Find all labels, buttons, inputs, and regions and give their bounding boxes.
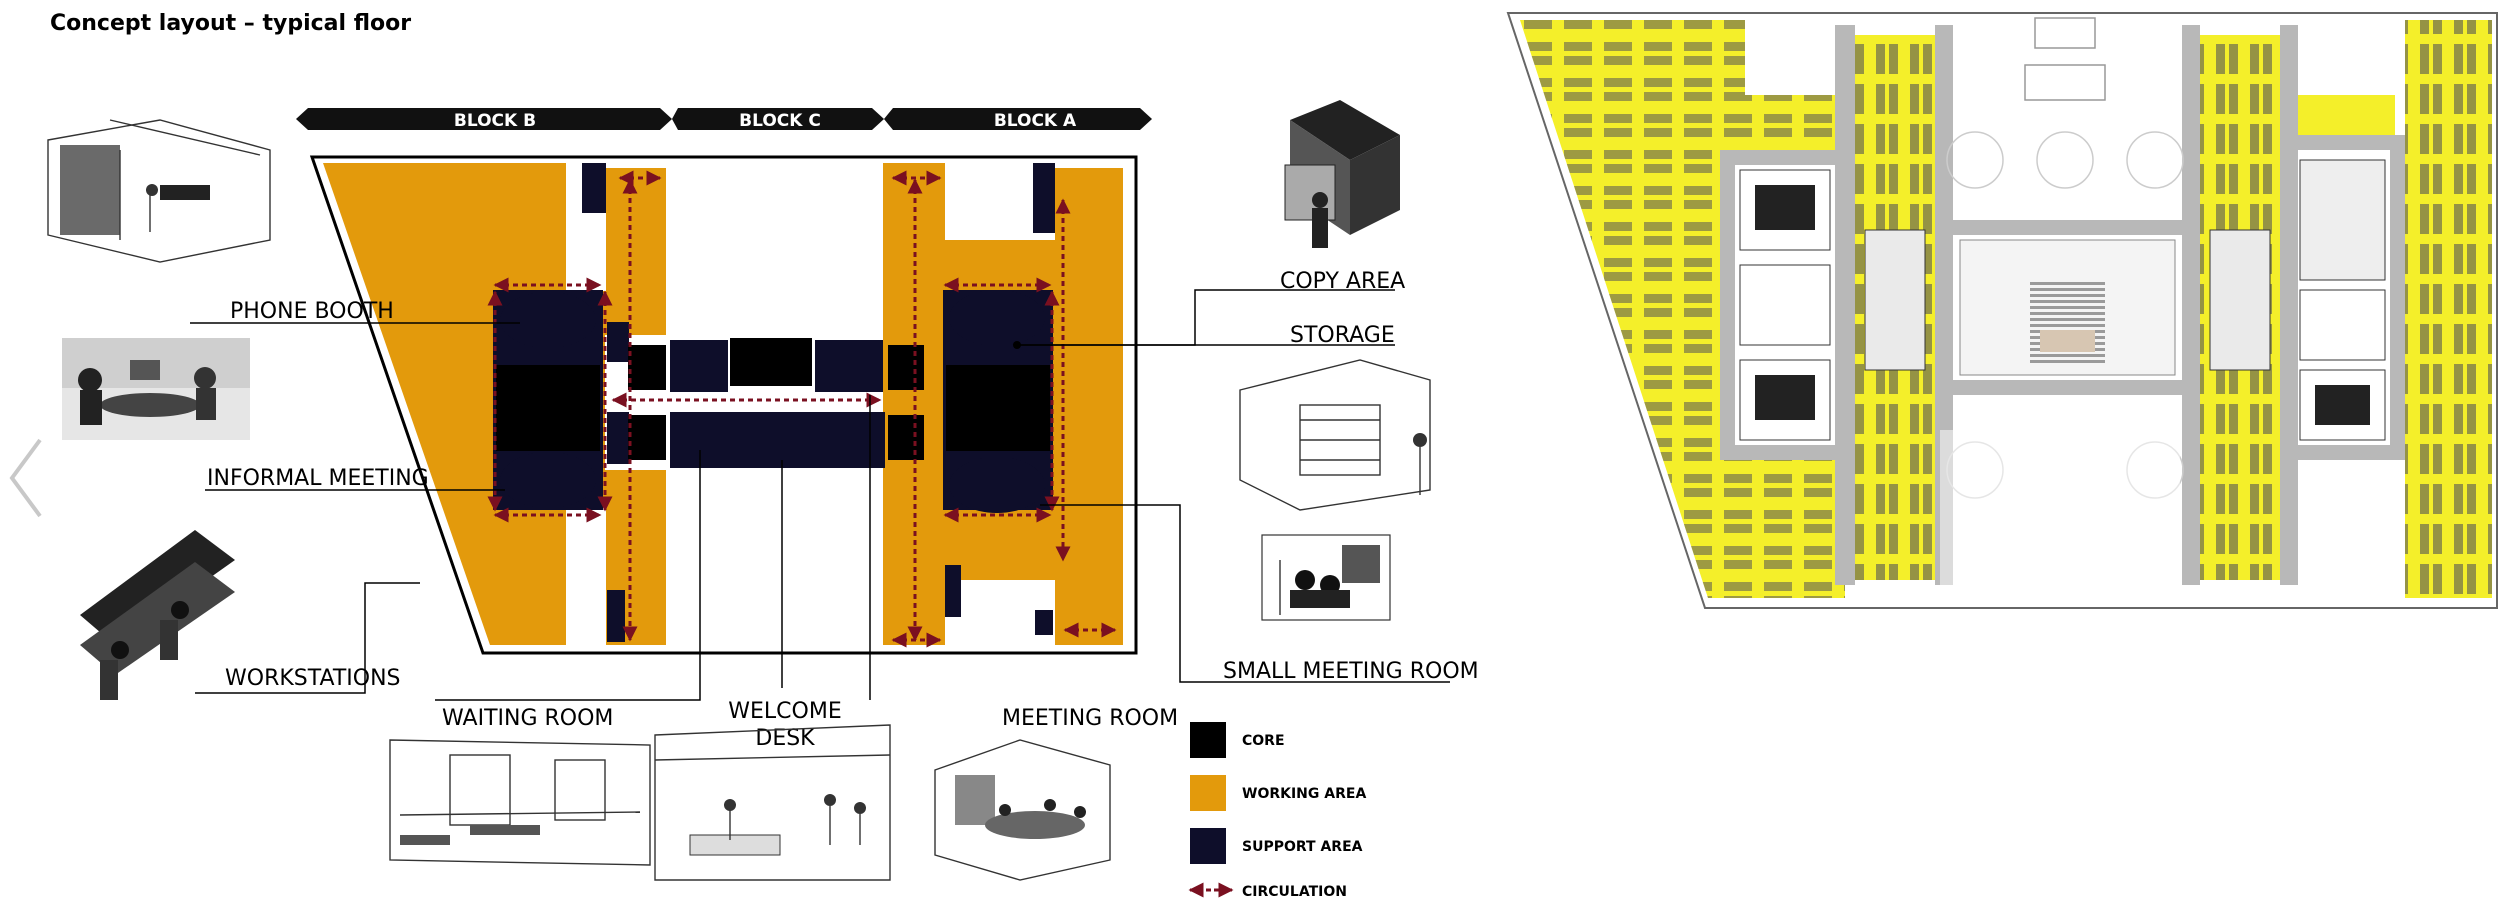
informal-meeting-photo: [62, 338, 250, 440]
concept-floor-plan: [309, 155, 1138, 655]
legend: CORE WORKING AREA SUPPORT AREA CIRCULATI…: [1188, 722, 1366, 900]
legend-swatch-support-area: [1190, 828, 1226, 864]
label-workstations: WORKSTATIONS: [225, 666, 400, 691]
chevron-left-icon[interactable]: [9, 438, 42, 518]
welcome-desk-block: [670, 412, 885, 468]
legend-label-circulation: CIRCULATION: [1242, 884, 1347, 900]
small-meeting-pod: [949, 457, 1045, 513]
label-waiting-room: WAITING ROOM: [442, 706, 613, 731]
legend-label-working-area: WORKING AREA: [1242, 786, 1366, 802]
legend-label-core: CORE: [1242, 733, 1285, 749]
leader-lines: [190, 289, 1450, 701]
label-copy-area: COPY AREA: [1280, 269, 1405, 294]
legend-swatch-core: [1190, 722, 1226, 758]
informal-meeting-pod: [500, 452, 596, 508]
block-b-label: BLOCK B: [454, 111, 536, 131]
copy-area-pod: [949, 290, 1045, 346]
plan-cores: [1739, 159, 2386, 441]
block-b-banner: BLOCK B: [296, 108, 672, 131]
phone-booth-sketch: [47, 119, 271, 263]
detailed-floor-plan: [1506, 12, 2498, 609]
legend-label-support-area: SUPPORT AREA: [1242, 839, 1363, 855]
block-c-core: [730, 338, 812, 386]
meeting-room-sketch: [934, 739, 1111, 881]
label-informal-meeting: INFORMAL MEETING: [207, 466, 429, 491]
phone-booth-pod: [500, 292, 596, 348]
page-title: Concept layout – typical floor: [50, 11, 411, 36]
label-meeting-room: MEETING ROOM: [1002, 706, 1178, 731]
label-small-meeting-room: SMALL MEETING ROOM: [1223, 659, 1479, 684]
label-phone-booth: PHONE BOOTH: [230, 299, 394, 324]
small-meeting-room-sketch: [1261, 534, 1391, 621]
block-a-banner: BLOCK A: [884, 108, 1152, 131]
waiting-room-sketch: [389, 739, 651, 866]
welcome-desk-sketch: [654, 724, 891, 881]
circulation-paths: [487, 170, 1117, 648]
workstations-sketch: [80, 530, 235, 700]
label-storage: STORAGE: [1290, 323, 1395, 348]
copy-area-sketch: [1284, 100, 1400, 248]
block-c-label: BLOCK C: [739, 111, 821, 131]
block-c-banner: BLOCK C: [672, 108, 884, 131]
block-a-label: BLOCK A: [994, 111, 1077, 131]
label-welcome-desk-line1: WELCOME: [728, 699, 841, 724]
legend-swatch-working-area: [1190, 775, 1226, 811]
storage-sketch: [1239, 359, 1431, 511]
